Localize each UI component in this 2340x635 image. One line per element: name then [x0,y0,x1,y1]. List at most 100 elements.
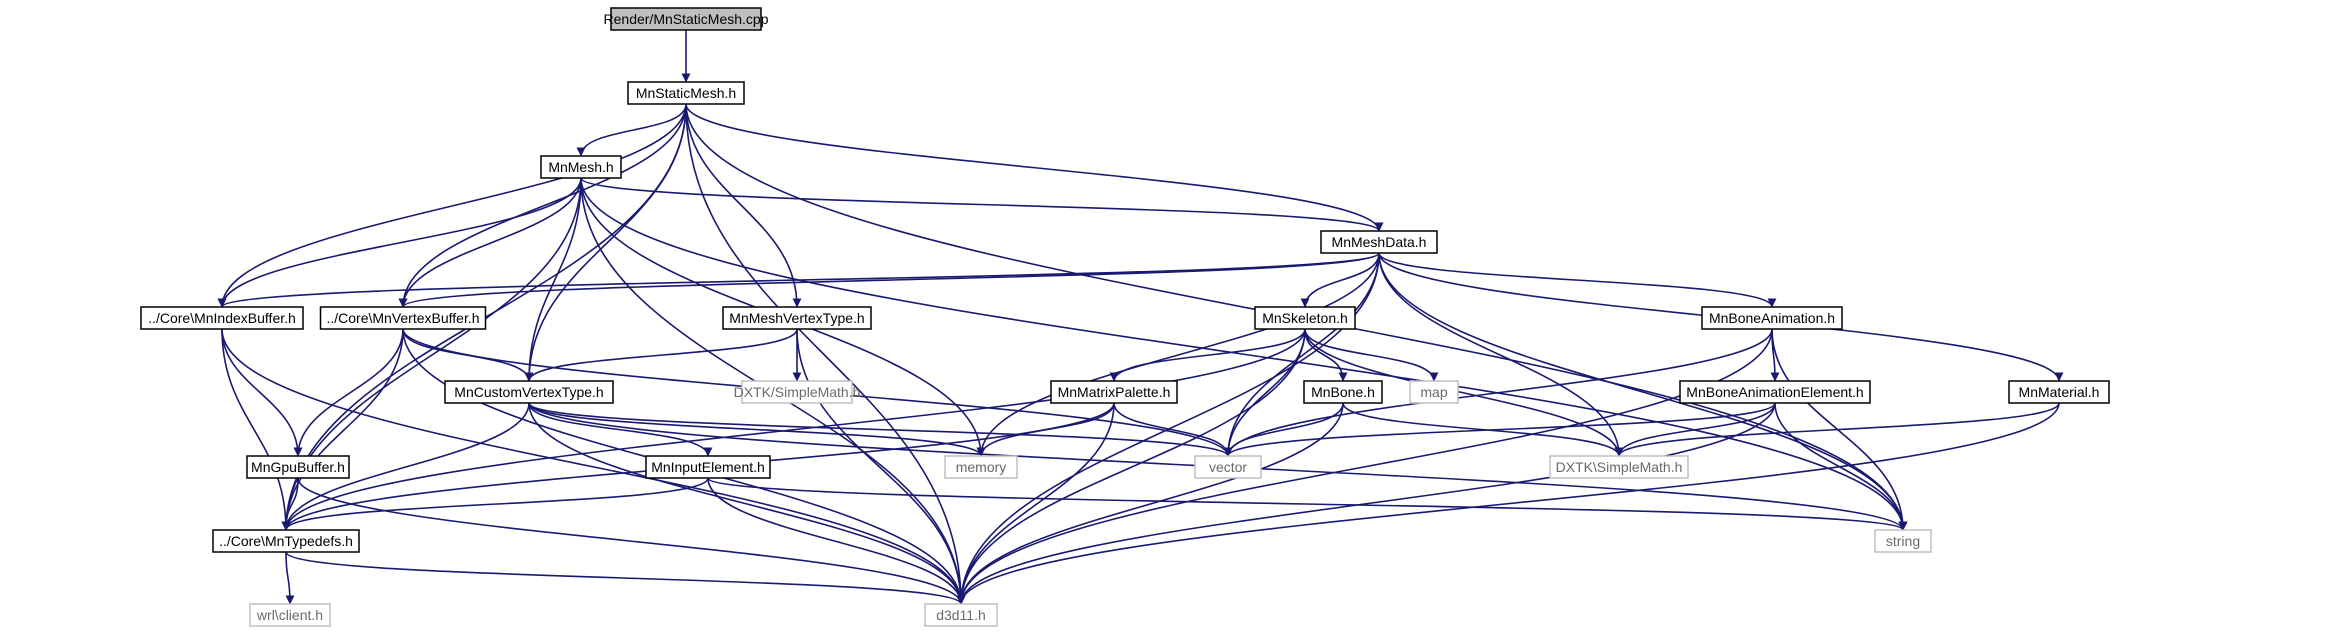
node-box-render-mnstaticmesh-cpp [610,7,762,31]
edge-mnmeshdata-h-to-dxtk-simplemath-h-b [1378,252,1624,457]
file-nodes: Render/MnStaticMesh.cppMnStaticMesh.hMnM… [140,7,2110,627]
node-box-core-mnvertexbuffer-h [319,306,487,330]
node-box-mnmaterial-h [2008,380,2110,404]
node-core-mntypedefs-h[interactable]: ../Core\MnTypedefs.h [212,529,360,553]
edge-mncustomvertextype-h-to-vector [528,402,1233,457]
edge-mnmeshdata-h-to-vector [1223,252,1380,457]
node-label-mngpubuffer-h: MnGpuBuffer.h [251,459,345,475]
node-box-wrl-client-h [249,603,331,627]
node-map: map [1409,380,1459,404]
node-label-wrl-client-h: wrl\client.h [256,607,323,623]
node-box-mnmesh-h [540,155,622,179]
node-mnmesh-h[interactable]: MnMesh.h [540,155,622,179]
edge-mngpubuffer-h-to-d3d11-h [297,477,966,605]
edge-mnbone-h-to-d3d11-h [956,402,1344,605]
node-box-mnboneanimationelement-h [1679,380,1871,404]
node-label-core-mntypedefs-h: ../Core\MnTypedefs.h [219,533,353,549]
node-mnmatrixpalette-h[interactable]: MnMatrixPalette.h [1050,380,1178,404]
node-memory: memory [944,455,1018,479]
edge-mnskeleton-h-to-d3d11-h [956,328,1306,605]
node-box-map [1409,380,1459,404]
node-vector: vector [1194,455,1262,479]
edge-mnskeleton-h-to-map [1304,328,1439,382]
node-box-mnmeshdata-h [1320,230,1438,254]
edge-mnstaticmesh-h-to-mnmeshvertextype-h [685,103,802,308]
edge-mnstaticmesh-h-to-core-mnvertexbuffer-h [398,103,687,308]
node-mnmaterial-h[interactable]: MnMaterial.h [2008,380,2110,404]
node-label-mnbone-h: MnBone.h [1311,384,1375,400]
node-mnmeshdata-h[interactable]: MnMeshData.h [1320,230,1438,254]
node-box-mnmatrixpalette-h [1050,380,1178,404]
node-mncustomvertextype-h[interactable]: MnCustomVertexType.h [444,380,614,404]
edge-mnmesh-h-to-core-mnindexbuffer-h [217,177,582,308]
node-box-core-mnindexbuffer-h [140,306,304,330]
node-label-mnskeleton-h: MnSkeleton.h [1262,310,1348,326]
node-dxtk-simplemath-h-b: DXTK\SimpleMath.h [1549,455,1689,479]
node-mnmeshvertextype-h[interactable]: MnMeshVertexType.h [722,306,872,330]
node-label-render-mnstaticmesh-cpp: Render/MnStaticMesh.cpp [604,11,769,27]
edge-mnstaticmesh-h-to-mnmeshdata-h [685,103,1384,232]
edge-mnboneanimationelement-h-to-d3d11-h [956,402,1776,605]
node-label-vector: vector [1209,459,1247,475]
edge-core-mntypedefs-h-to-wrl-client-h [285,551,295,605]
node-box-mnbone-h [1303,380,1383,404]
node-wrl-client-h: wrl\client.h [249,603,331,627]
edge-core-mnvertexbuffer-h-to-mngpubuffer-h [293,328,404,457]
edge-core-mntypedefs-h-to-d3d11-h [285,551,966,605]
node-string: string [1874,529,1932,553]
edge-core-mnindexbuffer-h-to-core-mntypedefs-h [221,328,291,531]
edge-mninputelement-h-to-core-mntypedefs-h [281,477,709,531]
node-mngpubuffer-h[interactable]: MnGpuBuffer.h [246,455,350,479]
edge-mnboneanimationelement-h-to-vector [1223,402,1776,457]
node-core-mnvertexbuffer-h[interactable]: ../Core\MnVertexBuffer.h [319,306,487,330]
node-box-mnboneanimation-h [1701,306,1843,330]
node-box-vector [1194,455,1262,479]
edge-mnmeshdata-h-to-string [1378,252,1908,531]
node-box-core-mntypedefs-h [212,529,360,553]
edge-mnmaterial-h-to-dxtk-simplemath-h-b [1614,402,2060,457]
edge-mnskeleton-h-to-core-mntypedefs-h [281,328,1306,531]
node-label-core-mnvertexbuffer-h: ../Core\MnVertexBuffer.h [326,310,479,326]
node-box-mngpubuffer-h [246,455,350,479]
edge-mnmeshdata-h-to-mnskeleton-h [1300,252,1380,308]
edge-mnskeleton-h-to-mnmatrixpalette-h [1109,328,1306,382]
node-mninputelement-h[interactable]: MnInputElement.h [645,455,771,479]
edge-mnmesh-h-to-string [580,177,1908,531]
node-mnboneanimationelement-h[interactable]: MnBoneAnimationElement.h [1679,380,1871,404]
node-label-map: map [1420,384,1447,400]
edge-mnskeleton-h-to-mnbone-h [1304,328,1348,382]
node-label-mninputelement-h: MnInputElement.h [651,459,765,475]
node-mnbone-h[interactable]: MnBone.h [1303,380,1383,404]
edge-mnmatrixpalette-h-to-d3d11-h [956,402,1115,605]
node-mnstaticmesh-h[interactable]: MnStaticMesh.h [627,81,745,105]
node-box-dxtk-simplemath-h-a [741,380,853,404]
node-mnskeleton-h[interactable]: MnSkeleton.h [1254,306,1356,330]
edge-mnbone-h-to-dxtk-simplemath-h-b [1342,402,1624,457]
edge-mnmeshvertextype-h-to-d3d11-h [796,328,966,605]
edge-mninputelement-h-to-string [707,477,1908,531]
node-box-d3d11-h [924,603,998,627]
node-label-mnboneanimation-h: MnBoneAnimation.h [1709,310,1835,326]
node-mnboneanimation-h[interactable]: MnBoneAnimation.h [1701,306,1843,330]
node-label-mnstaticmesh-h: MnStaticMesh.h [636,85,736,101]
edge-mnskeleton-h-to-dxtk-simplemath-h-b [1304,328,1624,457]
node-box-mncustomvertextype-h [444,380,614,404]
edge-mnmeshvertextype-h-to-mncustomvertextype-h [524,328,798,382]
node-core-mnindexbuffer-h[interactable]: ../Core\MnIndexBuffer.h [140,306,304,330]
edge-mncustomvertextype-h-to-mninputelement-h [528,402,713,457]
node-box-mnskeleton-h [1254,306,1356,330]
node-label-mnmeshvertextype-h: MnMeshVertexType.h [729,310,864,326]
edge-mncustomvertextype-h-to-d3d11-h [528,402,966,605]
edge-mninputelement-h-to-d3d11-h [707,477,966,605]
edge-core-mnvertexbuffer-h-to-core-mntypedefs-h [281,328,404,531]
node-box-string [1874,529,1932,553]
node-box-mnstaticmesh-h [627,81,745,105]
edge-mnmeshdata-h-to-core-mnvertexbuffer-h [398,252,1380,308]
node-label-mnmaterial-h: MnMaterial.h [2019,384,2100,400]
node-label-dxtk-simplemath-h-b: DXTK\SimpleMath.h [1556,459,1683,475]
node-d3d11-h: d3d11.h [924,603,998,627]
node-label-mncustomvertextype-h: MnCustomVertexType.h [454,384,603,400]
edge-mnbone-h-to-vector [1223,402,1344,457]
node-render-mnstaticmesh-cpp: Render/MnStaticMesh.cpp [604,7,769,31]
